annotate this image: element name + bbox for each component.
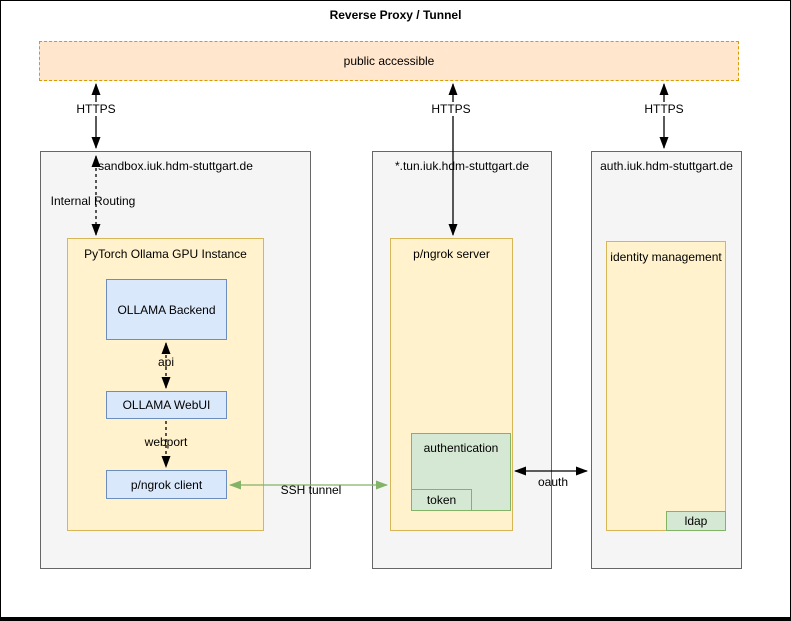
ollama-webui-label: OLLAMA WebUI — [122, 398, 211, 412]
ollama-webui-box: OLLAMA WebUI — [106, 391, 227, 419]
edge-label-oauth: oauth — [537, 475, 569, 489]
ldap-label: ldap — [684, 514, 708, 528]
pytorch-instance-label: PyTorch Ollama GPU Instance — [84, 247, 247, 261]
pngrok-server-label: p/ngrok server — [413, 247, 490, 261]
identity-management-label: identity management — [610, 250, 722, 264]
identity-management-box: identity management — [606, 241, 726, 531]
edge-label-https-sandbox: HTTPS — [74, 102, 118, 116]
ldap-box: ldap — [666, 511, 726, 531]
edge-label-api: api — [157, 355, 175, 369]
edge-label-internal-routing: Internal Routing — [50, 194, 136, 208]
public-accessible-zone: public accessible — [39, 41, 739, 81]
pngrok-client-label: p/ngrok client — [130, 477, 203, 492]
authentication-label: authentication — [423, 441, 499, 455]
edge-label-ssh-tunnel: SSH tunnel — [280, 483, 342, 497]
token-label: token — [426, 493, 457, 507]
host-label-sandbox: sandbox.iuk.hdm-stuttgart.de — [98, 159, 253, 173]
edge-label-https-auth: HTTPS — [642, 102, 686, 116]
edge-label-webport: webport — [144, 435, 188, 449]
host-label-auth: auth.iuk.hdm-stuttgart.de — [600, 159, 733, 173]
public-accessible-label: public accessible — [343, 54, 435, 68]
edge-label-https-tunnel: HTTPS — [429, 102, 473, 116]
diagram-title: Reverse Proxy / Tunnel — [329, 8, 462, 22]
pngrok-client-box: p/ngrok client — [106, 470, 227, 499]
ollama-backend-box: OLLAMA Backend — [106, 279, 227, 340]
ollama-backend-label: OLLAMA Backend — [117, 302, 216, 317]
token-box: token — [411, 489, 472, 511]
host-label-tunnel: *.tun.iuk.hdm-stuttgart.de — [394, 159, 530, 173]
